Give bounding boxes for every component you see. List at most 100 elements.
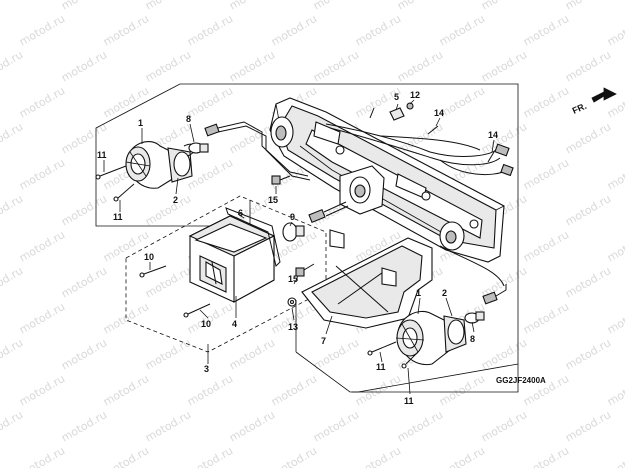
watermark-text: motod.ru (143, 48, 193, 84)
callout-7: 7 (321, 336, 326, 346)
license-wire (308, 201, 349, 224)
watermark-text: motod.ru (269, 444, 319, 468)
watermark-text: motod.ru (479, 0, 529, 13)
watermark-text: motod.ru (59, 0, 109, 13)
license-plate-bracket (301, 229, 433, 329)
watermark-text: motod.ru (185, 156, 235, 192)
watermark-text: motod.ru (311, 336, 361, 372)
watermark-text: motod.ru (185, 444, 235, 468)
watermark-text: motod.ru (479, 408, 529, 444)
fr-label: FR. (571, 101, 588, 116)
callout-3: 3 (204, 364, 209, 374)
watermark-text: motod.ru (437, 12, 487, 48)
watermark-text: motod.ru (311, 408, 361, 444)
watermark-text: motod.ru (605, 444, 625, 468)
watermark-text: motod.ru (17, 372, 67, 408)
watermark-text: motod.ru (227, 48, 277, 84)
watermark-text: motod.ru (17, 84, 67, 120)
watermark-text: motod.ru (185, 84, 235, 120)
watermark-text: motod.ru (101, 12, 151, 48)
callout-12: 12 (410, 90, 420, 100)
watermark-text: motod.ru (269, 372, 319, 408)
watermark-text: motod.ru (17, 156, 67, 192)
watermark-text: motod.ru (0, 0, 25, 13)
watermark-text: motod.ru (479, 336, 529, 372)
watermark-text: motod.ru (437, 84, 487, 120)
watermark-text: motod.ru (563, 0, 613, 13)
callout-14-b: 14 (488, 130, 498, 140)
watermark-text: motod.ru (59, 408, 109, 444)
watermark-text: motod.ru (479, 48, 529, 84)
watermark-text: motod.ru (17, 444, 67, 468)
watermark-text: motod.ru (521, 228, 571, 264)
callout-8-left: 8 (186, 114, 191, 124)
callout-1-right: 1 (416, 288, 421, 298)
watermark-text: motod.ru (143, 408, 193, 444)
leader-lines (103, 99, 495, 395)
watermark-text: motod.ru (563, 336, 613, 372)
watermark-text: motod.ru (353, 372, 403, 408)
callout-2-right: 2 (442, 288, 447, 298)
callout-11-left-b: 11 (113, 212, 123, 222)
watermark-text: motod.ru (563, 120, 613, 156)
callout-10-b: 10 (201, 319, 211, 329)
watermark-text: motod.ru (521, 300, 571, 336)
watermark-text: motod.ru (143, 192, 193, 228)
callout-8-right: 8 (470, 334, 475, 344)
wire-harness (325, 123, 514, 177)
callout-6: 6 (238, 208, 243, 218)
right-turn-signal (395, 310, 467, 366)
watermark-text: motod.ru (0, 120, 25, 156)
watermark-text: motod.ru (605, 156, 625, 192)
watermark-text: motod.ru (143, 336, 193, 372)
callout-4: 4 (232, 319, 237, 329)
callout-5: 5 (394, 92, 399, 102)
left-signal-wire (204, 121, 311, 181)
watermark-text: motod.ru (227, 120, 277, 156)
watermark-text: motod.ru (563, 192, 613, 228)
left-bulb (188, 142, 209, 154)
watermark-text: motod.ru (101, 300, 151, 336)
watermark-text: motod.ru (605, 300, 625, 336)
callout-9: 9 (290, 212, 295, 222)
watermark-text: motod.ru (0, 408, 25, 444)
hardware-screws (95, 102, 495, 369)
watermark-text: motod.ru (353, 444, 403, 468)
watermark-text: motod.ru (563, 264, 613, 300)
watermark-text: motod.ru (563, 48, 613, 84)
arrow-right-icon (591, 87, 617, 103)
callout-13: 13 (288, 322, 298, 332)
watermark-text: motod.ru (353, 12, 403, 48)
watermark-text: motod.ru (521, 12, 571, 48)
watermark-text: motod.ru (521, 84, 571, 120)
callout-11-right-a: 11 (376, 362, 386, 372)
diagram-code: GG2JF2400A (496, 376, 546, 385)
watermark-text: motod.ru (521, 156, 571, 192)
license-bulb (282, 222, 305, 242)
watermark-text: motod.ru (185, 12, 235, 48)
watermark-text: motod.ru (59, 192, 109, 228)
watermark-text: motod.ru (395, 0, 445, 13)
watermark-text: motod.ru (605, 228, 625, 264)
watermark-text: motod.ru (437, 444, 487, 468)
watermark-text: motod.ru (101, 84, 151, 120)
watermark-text: motod.ru (395, 408, 445, 444)
watermark-text: motod.ru (185, 372, 235, 408)
watermark-text: motod.ru (101, 372, 151, 408)
watermark-text: motod.ru (143, 264, 193, 300)
callout-1-left: 1 (138, 118, 143, 128)
callout-2-left: 2 (173, 195, 178, 205)
right-lamp-frame (295, 351, 519, 393)
watermark-text: motod.ru (269, 12, 319, 48)
callout-15-b: 15 (288, 274, 298, 284)
watermark-text: motod.ru (17, 228, 67, 264)
watermark-text: motod.ru (101, 444, 151, 468)
watermark-text: motod.ru (563, 408, 613, 444)
taillight-housing (269, 97, 505, 263)
callout-14-a: 14 (434, 108, 444, 118)
right-bulb (464, 311, 485, 324)
watermark-text: motod.ru (59, 336, 109, 372)
watermark-text: motod.ru (59, 48, 109, 84)
callout-10-a: 10 (144, 252, 154, 262)
